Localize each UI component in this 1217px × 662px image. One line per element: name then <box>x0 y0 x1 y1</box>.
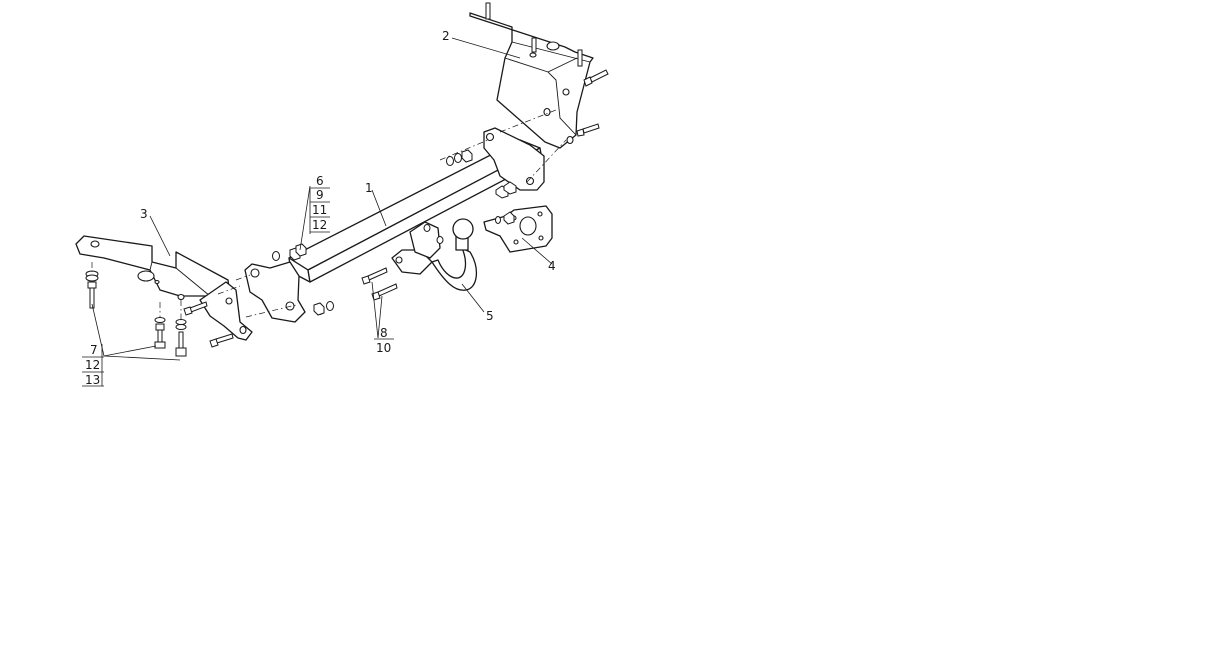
callout-4: 4 <box>548 259 556 273</box>
callout-stack-c: 7 12 13 <box>82 343 104 387</box>
callout-10: 10 <box>376 341 391 355</box>
main-cross-beam <box>235 109 567 323</box>
callout-1: 1 <box>365 181 373 195</box>
right-bracket <box>469 2 609 149</box>
left-bracket <box>75 235 253 357</box>
socket-plate <box>483 205 553 253</box>
callout-11: 11 <box>312 203 327 217</box>
callout-stack-a: 6 9 11 12 <box>309 174 330 234</box>
callout-3: 3 <box>140 207 148 221</box>
callout-leaders <box>91 37 553 361</box>
callout-13: 13 <box>85 373 100 387</box>
tow-ball-hook <box>391 218 477 291</box>
callout-8: 8 <box>380 326 388 340</box>
callout-9: 9 <box>316 188 324 202</box>
callout-12c: 12 <box>85 358 100 372</box>
callout-5: 5 <box>486 309 494 323</box>
callout-labels: 1 2 3 4 5 6 9 11 12 8 10 7 <box>82 29 556 387</box>
callout-stack-b: 8 10 <box>374 326 394 355</box>
beam-bottom-bolts <box>361 267 398 301</box>
callout-6: 6 <box>316 174 324 188</box>
callout-7: 7 <box>90 343 98 357</box>
callout-2: 2 <box>442 29 450 43</box>
callout-12a: 12 <box>312 218 327 232</box>
